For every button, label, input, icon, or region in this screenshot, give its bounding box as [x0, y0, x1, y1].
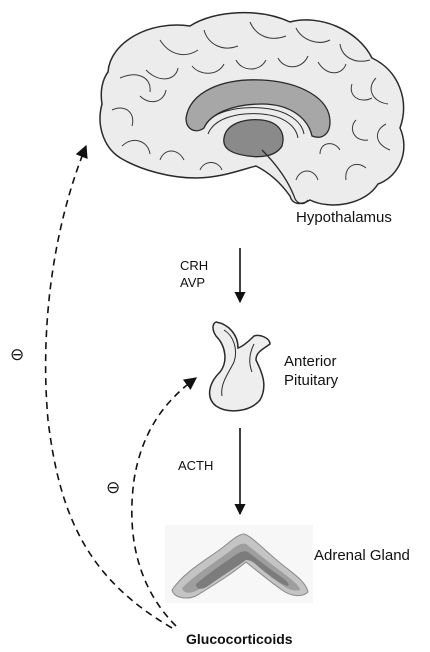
adrenal-gland-label: Adrenal Gland	[314, 547, 410, 564]
adrenal-illustration	[165, 525, 313, 603]
brain-illustration	[100, 13, 404, 205]
feedback-arrow-to-hypothalamus	[46, 146, 172, 628]
brain-outline	[100, 13, 404, 205]
inhibition-symbol-outer: ⊖	[10, 345, 24, 364]
glucocorticoids-label: Glucocorticoids	[186, 631, 293, 647]
pituitary-outline	[210, 322, 270, 411]
avp-label: AVP	[180, 275, 205, 290]
hypothalamus-label: Hypothalamus	[296, 209, 392, 226]
pituitary-illustration	[210, 322, 270, 411]
anterior-label: Anterior	[284, 353, 337, 370]
pituitary-label: Pituitary	[284, 372, 339, 389]
inhibition-symbol-inner: ⊖	[106, 478, 120, 497]
acth-label: ACTH	[178, 458, 213, 473]
thalamus	[224, 120, 283, 157]
crh-label: CRH	[180, 258, 208, 273]
